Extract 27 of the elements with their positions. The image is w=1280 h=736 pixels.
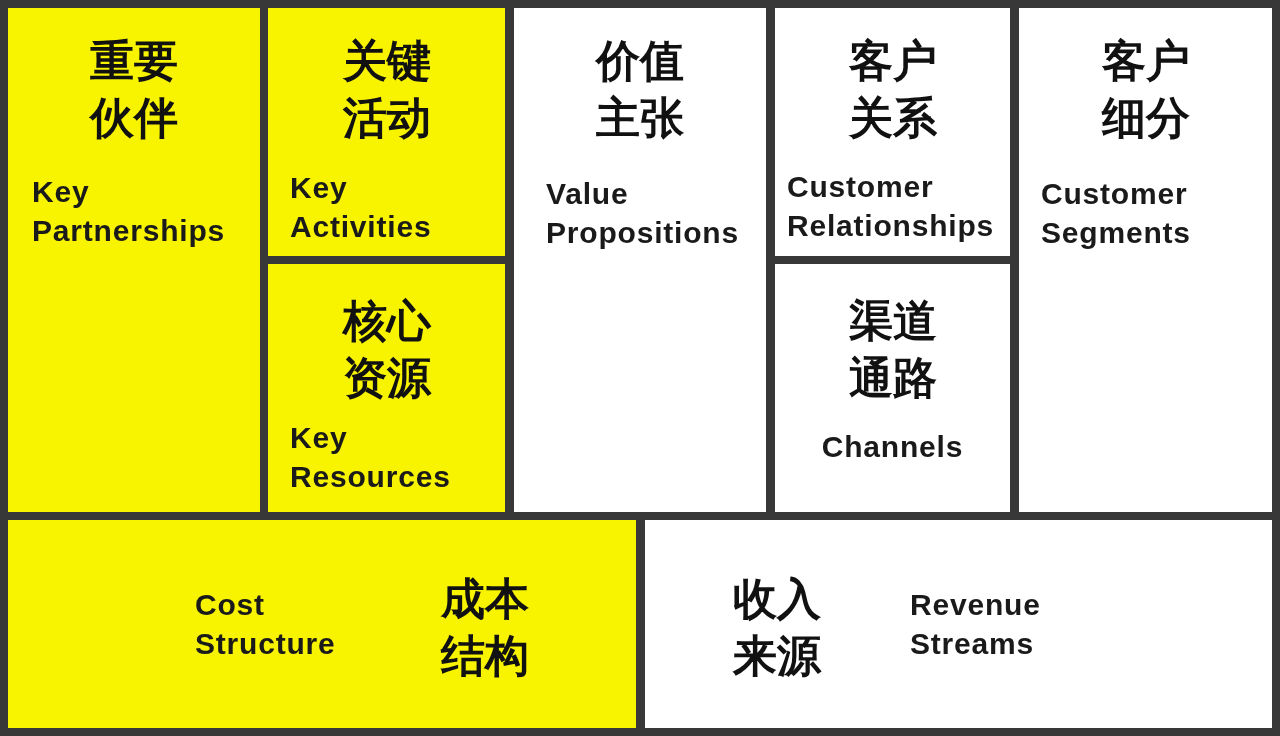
canvas-block (8, 520, 636, 728)
block-heading: 渠道通路 (847, 294, 938, 405)
block-subheading: Value Propositions (546, 176, 739, 251)
block-heading: 客户关系 (847, 34, 938, 145)
block-heading: 收入来源 (731, 572, 823, 683)
block-heading: 关键活动 (341, 34, 432, 145)
block-subheading: Customer Relationships (787, 169, 995, 244)
block-subheading: Key Activities (290, 170, 432, 245)
block-heading: 成本结构 (439, 572, 531, 683)
canvas-block (268, 8, 505, 256)
block-subheading: Customer Segments (1041, 176, 1191, 251)
canvas-block (645, 520, 1272, 728)
block-heading: 重要伙伴 (88, 34, 179, 145)
block-subheading: Channels (821, 429, 964, 465)
canvas-block (1019, 8, 1272, 512)
block-subheading: Key Partnerships (32, 174, 225, 249)
canvas-block (775, 264, 1010, 512)
canvas-block (8, 8, 260, 512)
block-heading: 核心资源 (341, 294, 433, 405)
canvas-block (514, 8, 766, 512)
canvas-block (268, 264, 505, 512)
block-heading: 客户细分 (1100, 34, 1191, 145)
block-subheading: Cost Structure (195, 587, 336, 662)
block-subheading: Revenue Streams (910, 587, 1041, 662)
block-subheading: Key Resources (290, 420, 451, 495)
block-heading: 价值主张 (594, 34, 685, 145)
canvas-block (775, 8, 1010, 256)
